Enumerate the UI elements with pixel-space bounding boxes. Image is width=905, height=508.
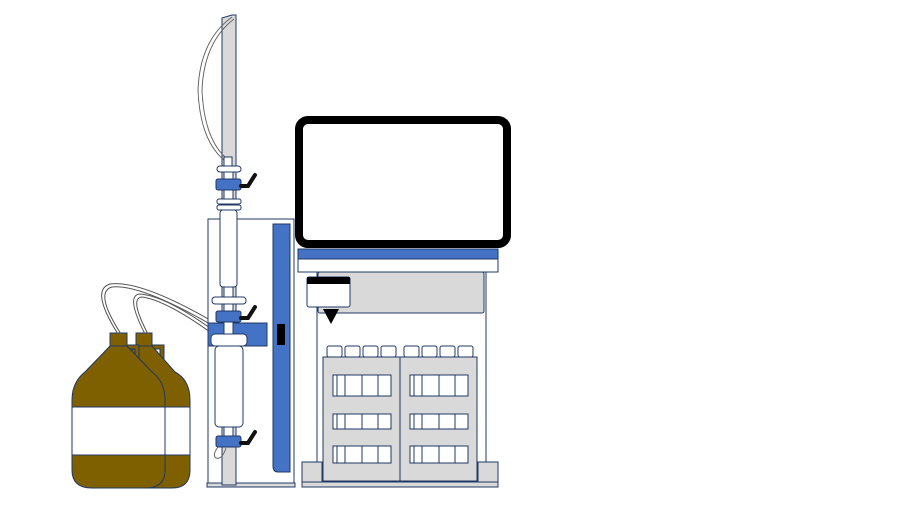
vial-cap <box>344 345 361 358</box>
monitor <box>295 116 511 273</box>
column-stand <box>197 14 268 486</box>
vial-cap <box>439 345 456 358</box>
vial-cap <box>403 345 420 358</box>
vial-cap <box>421 345 438 358</box>
vial-cap <box>326 345 343 358</box>
vial-cap <box>362 345 379 358</box>
drop-arrow-icon <box>323 309 339 324</box>
cabinet-slot <box>277 324 285 345</box>
rack-windows <box>332 374 469 464</box>
vial-caps <box>326 345 474 358</box>
upper-column <box>219 209 238 288</box>
vial-cap <box>380 345 397 358</box>
lower-column <box>214 345 244 428</box>
vial-cap <box>457 345 474 358</box>
fraction-collector <box>301 271 499 488</box>
solvent-bottle-front <box>71 332 166 489</box>
solvent-tubing <box>101 283 211 335</box>
